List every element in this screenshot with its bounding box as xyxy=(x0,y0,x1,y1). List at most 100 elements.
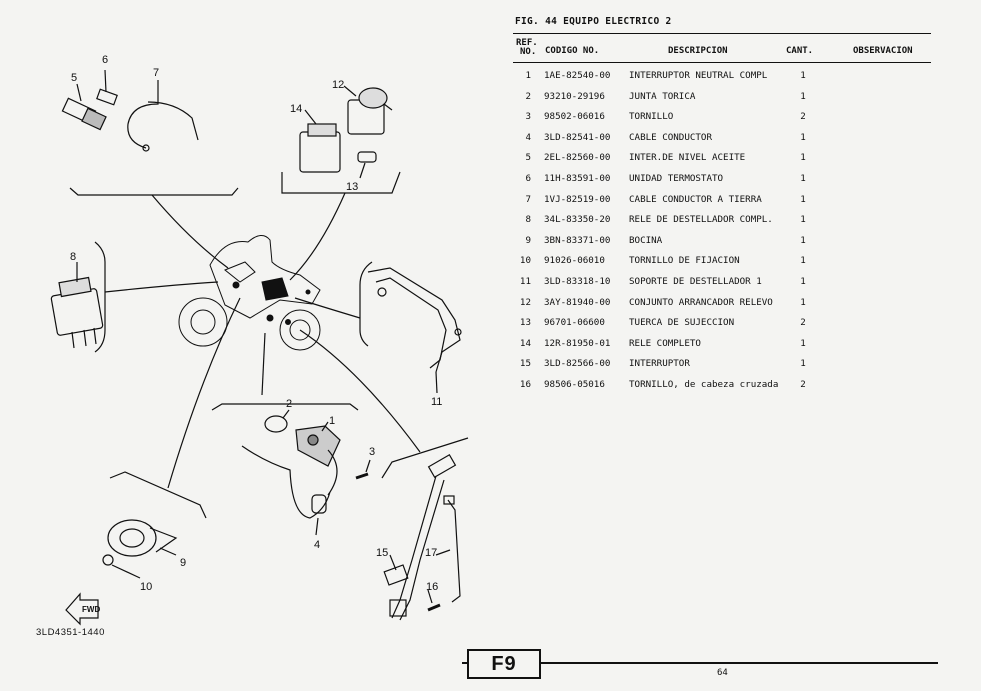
leader-line xyxy=(299,329,421,453)
bolt-part xyxy=(355,472,369,480)
drawing-number: 3LD4351-1440 xyxy=(36,627,105,638)
qty-cell: 1 xyxy=(800,337,806,349)
desc-cell: RELE DE DESTELLADOR COMPL. xyxy=(629,214,773,226)
code-cell: 3LD-83318-10 xyxy=(544,275,611,287)
flasher-relay-part xyxy=(50,276,104,349)
callout-7: 7 xyxy=(153,67,159,79)
page-number: 64 xyxy=(717,668,728,678)
qty-cell: 1 xyxy=(800,90,806,102)
flasher-bracket-part xyxy=(367,267,462,373)
desc-cell: INTERRUPTOR xyxy=(629,358,690,370)
qty-cell: 1 xyxy=(800,193,806,205)
code-cell: 11H-83591-00 xyxy=(544,172,611,184)
ref-cell: 9 xyxy=(525,234,531,246)
leader-line xyxy=(315,517,319,536)
ref-cell: 16 xyxy=(519,378,531,390)
ref-cell: 4 xyxy=(525,131,531,143)
code-cell: 34L-83350-20 xyxy=(544,214,611,226)
ref-cell: 10 xyxy=(519,255,531,267)
callout-6: 6 xyxy=(102,54,108,66)
motorcycle-icon xyxy=(178,235,321,351)
badge-rule-left xyxy=(462,662,468,664)
callout-11: 11 xyxy=(431,396,442,408)
bracket-left xyxy=(94,241,106,353)
bracket-lower-left xyxy=(109,471,207,519)
callout-12: 12 xyxy=(332,79,344,91)
desc-cell: RELE COMPLETO xyxy=(629,337,701,349)
desc-cell: TORNILLO, de cabeza cruzada xyxy=(629,378,779,390)
code-cell: 3LD-82566-00 xyxy=(544,358,611,370)
ref-cell: 8 xyxy=(525,214,531,226)
desc-cell: CONJUNTO ARRANCADOR RELEVO xyxy=(629,296,773,308)
leader-line xyxy=(427,589,433,604)
relay-part xyxy=(299,123,341,173)
code-cell: 1AE-82540-00 xyxy=(544,70,611,81)
ref-cell: 5 xyxy=(525,152,531,164)
code-cell: 3LD-82541-00 xyxy=(544,131,611,143)
leader-line xyxy=(159,547,177,556)
lead-wire-boot xyxy=(311,494,327,514)
qty-cell: 2 xyxy=(800,111,806,123)
callout-2: 2 xyxy=(286,398,292,410)
ref-cell: 3 xyxy=(525,111,531,123)
screw-part xyxy=(427,603,441,612)
leader-line xyxy=(261,332,266,396)
lead-wire-part xyxy=(241,445,338,519)
ground-cable-part xyxy=(127,92,199,149)
callout-8: 8 xyxy=(70,251,76,263)
leader-line xyxy=(359,162,366,179)
callout-9: 9 xyxy=(180,557,186,569)
ref-cell: 11 xyxy=(519,275,531,287)
leader-line xyxy=(282,409,290,419)
leader-line xyxy=(167,297,241,489)
qty-cell: 1 xyxy=(800,172,806,184)
forward-arrow-icon xyxy=(65,592,99,626)
callout-1: 1 xyxy=(329,415,335,427)
leader-line xyxy=(321,421,329,432)
qty-cell: 1 xyxy=(800,296,806,308)
callout-17: 17 xyxy=(425,547,437,559)
table-top-rule xyxy=(513,33,931,34)
code-cell: 3BN-83371-00 xyxy=(544,234,611,246)
figure-title: FIG. 44 EQUIPO ELECTRICO 2 xyxy=(515,16,672,27)
starter-relay-part xyxy=(347,87,393,135)
qty-cell: 1 xyxy=(800,131,806,143)
qty-cell: 1 xyxy=(800,70,806,81)
callout-15: 15 xyxy=(376,547,388,559)
col-ref-bottom: NO. xyxy=(520,47,537,57)
qty-cell: 1 xyxy=(800,152,806,164)
desc-cell: INTERRUPTOR NEUTRAL COMPL xyxy=(629,70,768,81)
parts-diagram: 1 2 3 4 5 6 7 8 9 10 11 12 13 14 15 16 1… xyxy=(36,54,469,638)
o-ring-part xyxy=(264,415,288,433)
table-header-rule xyxy=(513,62,931,63)
col-qty-header: CANT. xyxy=(786,46,814,56)
leader-line xyxy=(111,564,141,579)
callout-13: 13 xyxy=(346,181,358,193)
qty-cell: 1 xyxy=(800,358,806,370)
ref-cell: 13 xyxy=(519,317,531,329)
neutral-switch-assy-part xyxy=(295,425,341,467)
ref-cell: 2 xyxy=(525,90,531,102)
thermostat-part xyxy=(96,69,118,106)
ground-cable-terminal xyxy=(142,144,150,152)
qty-cell: 1 xyxy=(800,234,806,246)
desc-cell: BOCINA xyxy=(629,234,663,246)
code-cell: 1VJ-82519-00 xyxy=(544,193,611,205)
leader-line xyxy=(304,109,317,125)
horn-part xyxy=(102,519,178,566)
sidestand-switch-part xyxy=(383,453,457,621)
leader-line xyxy=(104,281,219,293)
ref-cell: 7 xyxy=(525,193,531,205)
grommet-part xyxy=(357,151,377,163)
bracket-top-right xyxy=(281,171,401,194)
col-desc-header: DESCRIPCION xyxy=(668,46,728,56)
